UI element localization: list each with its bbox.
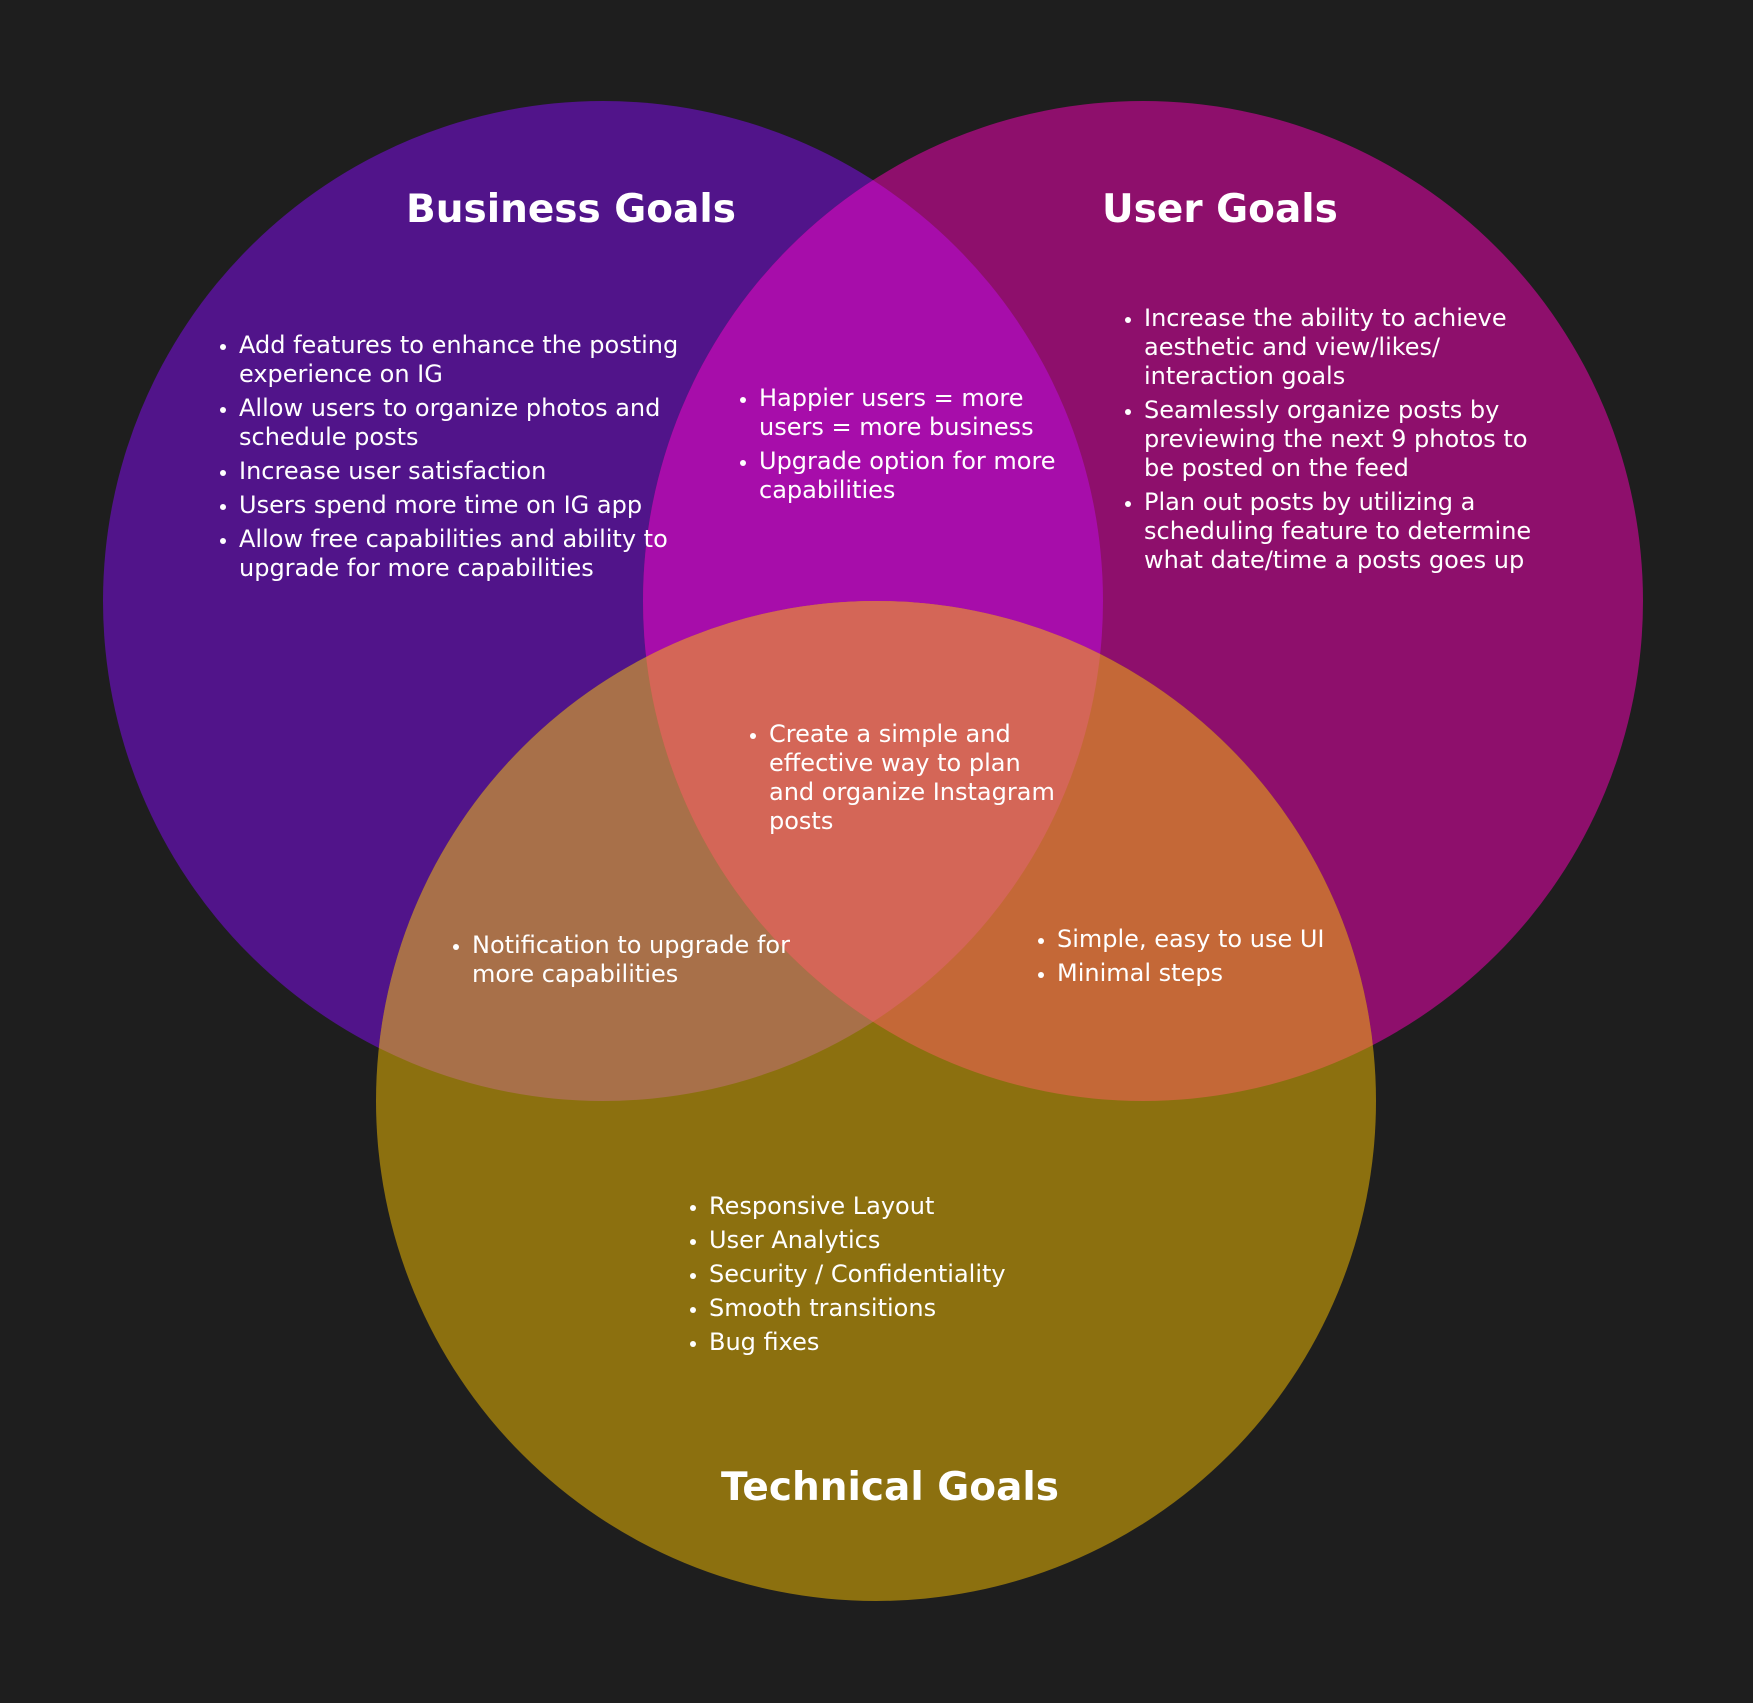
user-goals-list: Increase the ability to achieve aestheti… <box>1118 304 1564 580</box>
list-item: Minimal steps <box>1057 959 1387 988</box>
list-item: Security / Confidentiality <box>709 1260 1069 1289</box>
user-goals-title: User Goals <box>1102 187 1338 232</box>
user-technical-overlap-list: Simple, easy to use UI Minimal steps <box>1031 925 1387 993</box>
list-item: Bug fixes <box>709 1328 1069 1357</box>
business-technical-overlap-list: Notification to upgrade for more capabil… <box>446 931 802 994</box>
technical-goals-list: Responsive Layout User Analytics Securit… <box>683 1192 1069 1362</box>
list-item: Smooth transitions <box>709 1294 1069 1323</box>
business-goals-list: Add features to enhance the posting expe… <box>213 331 679 588</box>
list-item: Upgrade option for more capabilities <box>759 447 1059 505</box>
list-item: Add features to enhance the posting expe… <box>239 331 679 389</box>
list-item: Increase the ability to achieve aestheti… <box>1144 304 1564 391</box>
list-item: User Analytics <box>709 1226 1069 1255</box>
list-item: Seamlessly organize posts by previewing … <box>1144 396 1564 483</box>
list-item: Happier users = more users = more busine… <box>759 384 1059 442</box>
list-item: Simple, easy to use UI <box>1057 925 1387 954</box>
list-item: Users spend more time on IG app <box>239 491 679 520</box>
list-item: Responsive Layout <box>709 1192 1069 1221</box>
list-item: Increase user satisfaction <box>239 457 679 486</box>
technical-goals-title: Technical Goals <box>721 1465 1059 1510</box>
list-item: Notification to upgrade for more capabil… <box>472 931 802 989</box>
business-goals-title: Business Goals <box>406 187 736 232</box>
list-item: Allow users to organize photos and sched… <box>239 394 679 452</box>
business-user-overlap-list: Happier users = more users = more busine… <box>733 384 1059 510</box>
list-item: Create a simple and effective way to pla… <box>769 720 1059 836</box>
business-technical-overlap <box>376 601 1103 1101</box>
list-item: Allow free capabilities and ability to u… <box>239 525 679 583</box>
center-overlap-list: Create a simple and effective way to pla… <box>743 720 1059 841</box>
list-item: Plan out posts by utilizing a scheduling… <box>1144 488 1564 575</box>
user-technical-overlap <box>643 601 1376 1101</box>
